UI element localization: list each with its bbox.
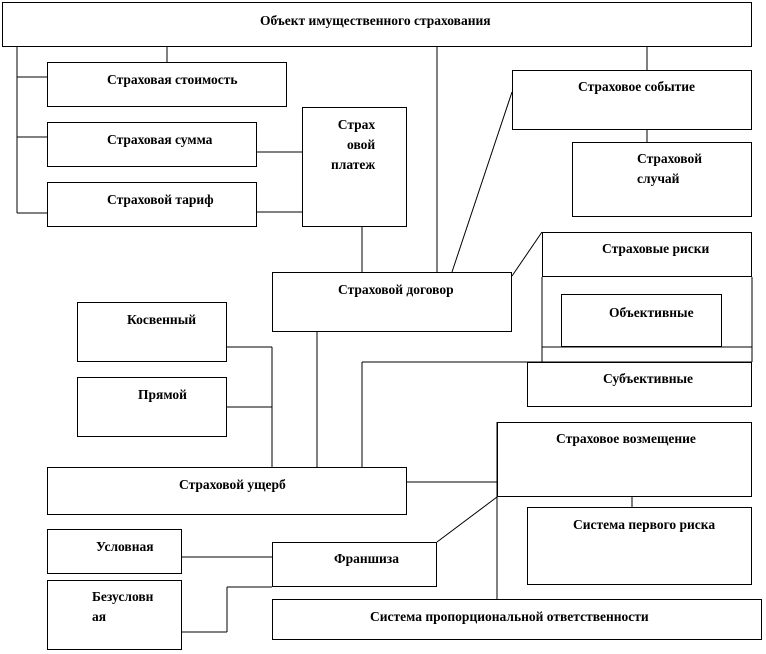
insured-value-label: Страховая стоимость (107, 72, 238, 87)
conditional-label: Условная (96, 539, 154, 554)
compensation-label: Страховое возмещение (556, 431, 696, 446)
objective-box: Объективные (561, 294, 722, 347)
objective-label: Объективные (609, 305, 694, 320)
indirect-label: Косвенный (127, 312, 197, 327)
insurance-risks-box: Страховые риски (542, 232, 752, 277)
unconditional-label: Безусловн ая (92, 589, 154, 624)
damage-label: Страховой ущерб (179, 477, 286, 492)
subjective-box: Субъективные (527, 362, 752, 407)
franchise-box: Франшиза (272, 542, 437, 587)
insured-case-box: Страховой случай (572, 142, 752, 217)
insurance-rate-label: Страховой тариф (107, 192, 214, 207)
insured-sum-label: Страховая сумма (107, 132, 213, 147)
first-risk-box: Система первого риска (527, 507, 752, 585)
indirect-box: Косвенный (77, 302, 227, 362)
insurance-rate-box: Страховой тариф (47, 182, 257, 227)
proportional-box: Система пропорциональной ответственности (272, 599, 762, 640)
insurance-risks-label: Страховые риски (602, 241, 710, 256)
direct-label: Прямой (138, 387, 187, 402)
insurance-payment-box: Страх овой платеж (302, 107, 407, 227)
object-label: Объект имущественного страхования (260, 13, 491, 28)
proportional-label: Система пропорциональной ответственности (370, 609, 649, 624)
direct-box: Прямой (77, 377, 227, 437)
insured-event-box: Страховое событие (512, 70, 752, 130)
conditional-box: Условная (47, 529, 182, 574)
contract-box: Страховой договор (272, 272, 512, 332)
damage-box: Страховой ущерб (47, 467, 407, 515)
insured-event-label: Страховое событие (578, 79, 696, 94)
insured-sum-box: Страховая сумма (47, 122, 257, 167)
insurance-payment-label: Страх овой платеж (331, 117, 376, 172)
compensation-box: Страховое возмещение (497, 422, 752, 497)
unconditional-box: Безусловн ая (47, 580, 182, 650)
insured-value-box: Страховая стоимость (47, 62, 287, 107)
first-risk-label: Система первого риска (573, 517, 716, 532)
insured-case-label: Страховой случай (637, 151, 703, 186)
franchise-label: Франшиза (334, 551, 399, 566)
object-box: Объект имущественного страхования (2, 2, 752, 47)
contract-label: Страховой договор (338, 282, 454, 297)
subjective-label: Субъективные (603, 371, 694, 386)
